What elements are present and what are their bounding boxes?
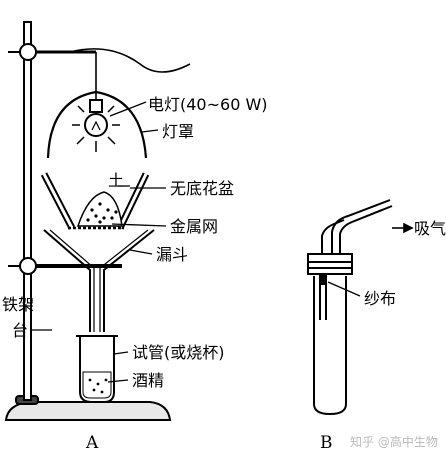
stopper (307, 253, 353, 275)
label-tube: 试管(或烧杯) (132, 343, 225, 362)
suction-arrow (392, 222, 414, 234)
leader-lines-a (30, 101, 167, 383)
label-mesh: 金属网 (170, 217, 218, 236)
label-flowerpot: 无底花盆 (170, 179, 234, 198)
gauze (319, 273, 327, 285)
suction-tube-b (307, 199, 393, 416)
label-soil: 土 (108, 171, 124, 190)
test-tube (76, 335, 118, 403)
caption-a: A (85, 433, 99, 453)
caption-b: B (320, 433, 333, 453)
label-stand: 铁架 (2, 295, 34, 314)
label-lamp: 电灯(40~60 W) (148, 95, 268, 114)
stand-rod (23, 21, 32, 401)
alcohol (82, 371, 112, 399)
label-alcohol: 酒精 (132, 371, 164, 390)
lamp-cord (69, 48, 191, 100)
label-stand-2: 台 (12, 321, 28, 340)
label-gauze: 纱布 (364, 289, 396, 308)
label-lampshade: 灯罩 (162, 122, 194, 141)
lampshade (46, 90, 148, 159)
top-clamp (19, 43, 37, 61)
ring-clamp (19, 257, 37, 275)
stand-base (4, 401, 172, 421)
iron-stand (4, 21, 191, 421)
label-suction: 吸气 (414, 219, 446, 238)
soil-grains (86, 202, 118, 224)
label-funnel: 漏斗 (156, 245, 188, 264)
lamp (72, 99, 120, 152)
watermark: 知乎 @高中生物 (350, 434, 438, 449)
funnel (43, 229, 155, 332)
leader-gauze (327, 281, 361, 297)
flowerpot (40, 172, 150, 230)
